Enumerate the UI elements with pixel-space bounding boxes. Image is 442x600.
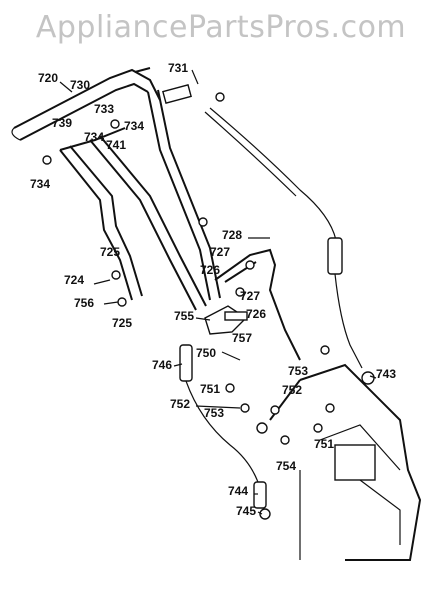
washer [117, 297, 127, 307]
hardware [42, 92, 335, 445]
bolt [198, 217, 208, 227]
label-753: 753 [204, 406, 224, 420]
label-730: 730 [70, 78, 90, 92]
left-lower-handle [59, 135, 207, 311]
bolt [280, 435, 290, 445]
label-757: 757 [232, 331, 252, 345]
watermark-text: AppliancePartsPros.com [35, 10, 407, 45]
label-744: 744 [228, 484, 248, 498]
label-745: 745 [236, 504, 256, 518]
washer [270, 405, 280, 415]
label-739: 739 [52, 116, 72, 130]
label-753: 753 [288, 364, 308, 378]
engine-housing [269, 363, 422, 561]
nut [42, 155, 52, 165]
label-725: 725 [112, 316, 132, 330]
label-755: 755 [174, 309, 194, 323]
label-731: 731 [168, 61, 188, 75]
cable-end-nut [259, 508, 271, 520]
callout-labels: 720 730 731 739 733 734 734 741 734 725 … [30, 61, 396, 518]
label-743: 743 [376, 367, 396, 381]
label-750: 750 [196, 346, 216, 360]
washer [325, 403, 335, 413]
label-724: 724 [64, 273, 84, 287]
bolt [110, 119, 120, 129]
label-727: 727 [210, 245, 230, 259]
bolt [313, 423, 323, 433]
housing-panel [334, 444, 376, 481]
label-734: 734 [124, 119, 144, 133]
label-746: 746 [152, 358, 172, 372]
label-756: 756 [74, 296, 94, 310]
label-751: 751 [314, 437, 334, 451]
label-734: 734 [30, 177, 50, 191]
cable-clip [162, 83, 192, 105]
label-752: 752 [170, 397, 190, 411]
right-handle [147, 89, 221, 301]
cable-end-spring [253, 481, 267, 509]
label-727: 727 [240, 289, 260, 303]
label-726: 726 [246, 307, 266, 321]
bracket-plate [224, 311, 248, 321]
cable-hook [361, 371, 375, 385]
washer [320, 345, 330, 355]
label-754: 754 [276, 459, 296, 473]
label-751: 751 [200, 382, 220, 396]
label-726: 726 [200, 263, 220, 277]
washer [256, 422, 268, 434]
washer [245, 260, 255, 270]
label-733: 733 [94, 102, 114, 116]
label-734: 734 [84, 130, 104, 144]
cable-spring [327, 237, 343, 275]
label-752: 752 [282, 383, 302, 397]
washer [235, 287, 245, 297]
label-725: 725 [100, 245, 120, 259]
label-720: 720 [38, 71, 58, 85]
washer [240, 403, 250, 413]
left-spring [179, 344, 193, 382]
control-cable-right [204, 107, 375, 385]
nut [215, 92, 225, 102]
label-728: 728 [222, 228, 242, 242]
washer [111, 270, 121, 280]
left-spring-cable [179, 344, 271, 520]
leader-lines [59, 69, 377, 515]
label-741: 741 [106, 138, 126, 152]
bolt [225, 383, 235, 393]
